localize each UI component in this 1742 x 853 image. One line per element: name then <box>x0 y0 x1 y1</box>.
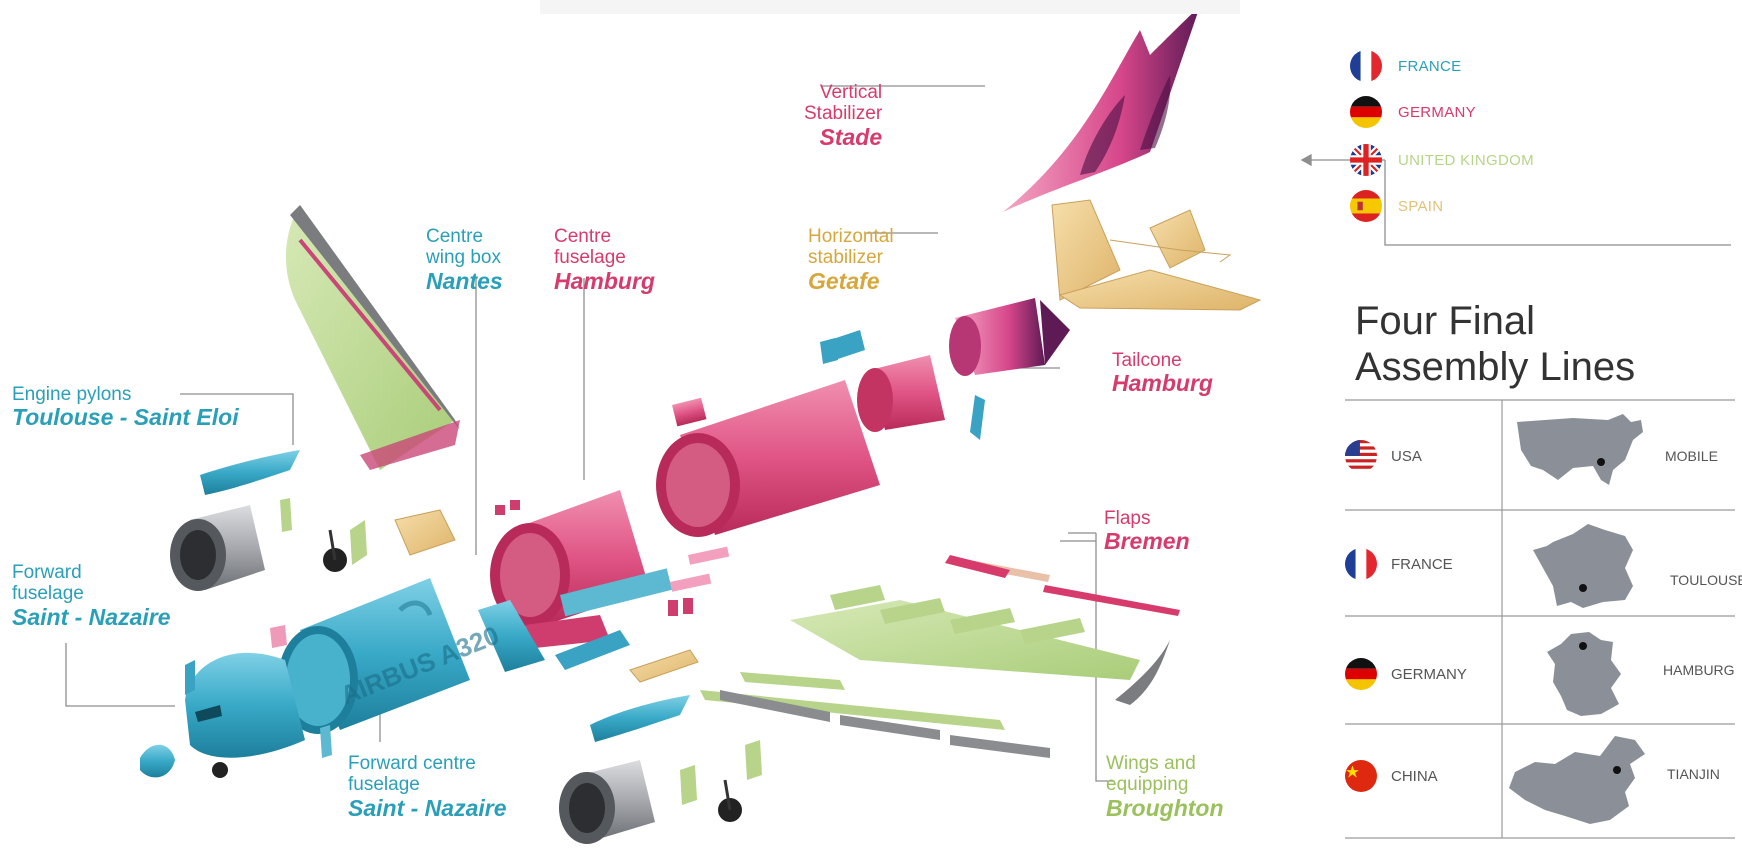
assembly-country: FRANCE <box>1345 548 1453 580</box>
label-line: fuselage <box>12 583 84 605</box>
label-city: Stade <box>819 123 883 150</box>
label-horizontal-stabilizer: Horizontal stabilizer Getafe <box>808 226 894 294</box>
label-wings: Wings and equipping Broughton <box>1106 753 1224 821</box>
label-city: Nantes <box>426 267 503 294</box>
label-centre-fuselage: Centre fuselage Hamburg <box>554 226 655 294</box>
assembly-line-france: FRANCE TOULOUSE <box>1345 518 1742 614</box>
label-city: Bremen <box>1104 528 1190 555</box>
left-wing-part <box>285 205 460 470</box>
left-engine-part <box>170 450 456 591</box>
china-map-icon <box>1509 736 1645 824</box>
label-line: Forward <box>12 562 82 583</box>
rear-fuselage-ring <box>830 330 985 440</box>
label-engine-pylons: Engine pylons Toulouse - Saint Eloi <box>12 384 239 431</box>
legend-label: FRANCE <box>1398 57 1462 75</box>
germany-flag-icon <box>1345 658 1377 690</box>
legend-item-germany: GERMANY <box>1350 96 1476 128</box>
label-line: fuselage <box>554 247 626 269</box>
label-line: Stabilizer <box>804 103 883 125</box>
flaps-part <box>945 555 1180 616</box>
uk-flag-icon <box>1350 144 1382 176</box>
china-flag-icon <box>1345 760 1377 792</box>
centre-wing-box-part <box>478 600 699 683</box>
top-edge-band <box>540 0 1240 14</box>
assembly-country: USA <box>1345 440 1422 472</box>
germany-flag-icon <box>1350 96 1382 128</box>
label-city: Toulouse - Saint Eloi <box>12 404 239 431</box>
label-line: Forward centre <box>348 753 476 774</box>
horizontal-stabilizer-part <box>1051 199 1262 311</box>
title-line: Four Final <box>1355 299 1536 343</box>
centre-fuselage-part <box>490 490 730 648</box>
usa-map-icon <box>1517 414 1643 485</box>
country-label: GERMANY <box>1391 665 1467 683</box>
label-line: Wings and <box>1106 753 1196 774</box>
france-map-icon <box>1533 524 1633 608</box>
label-line: Vertical <box>819 82 883 103</box>
label-line: Flaps <box>1104 508 1151 529</box>
city-label: TOULOUSE <box>1670 572 1742 588</box>
right-engine-part <box>559 695 762 844</box>
label-line: Centre <box>426 226 484 247</box>
title-line: Assembly Lines <box>1355 345 1636 389</box>
assembly-line-china: CHINA TIANJIN <box>1345 732 1735 828</box>
country-label: USA <box>1391 447 1422 465</box>
legend-label: SPAIN <box>1398 197 1444 215</box>
forward-centre-fuselage-part: AIRBUS A320 <box>278 578 503 734</box>
label-line: Engine pylons <box>12 384 132 405</box>
aft-centre-fuselage-part <box>656 380 880 537</box>
forward-fuselage-part <box>140 625 332 778</box>
right-wing-part <box>700 560 1170 758</box>
france-flag-icon <box>1350 50 1382 82</box>
legend-label: UNITED KINGDOM <box>1398 151 1534 169</box>
usa-flag-icon <box>1345 440 1377 472</box>
label-forward-fuselage: Forward fuselage Saint - Nazaire <box>12 562 171 630</box>
france-flag-icon <box>1345 548 1377 580</box>
legend-item-spain: SPAIN <box>1350 190 1443 222</box>
label-city: Hamburg <box>1112 370 1213 397</box>
label-line: Horizontal <box>808 226 894 247</box>
label-line: Tailcone <box>1112 350 1182 371</box>
country-label: FRANCE <box>1391 555 1453 573</box>
city-label: HAMBURG <box>1663 662 1735 678</box>
label-line: equipping <box>1106 774 1189 796</box>
label-city: Saint - Nazaire <box>348 794 507 821</box>
country-label: CHINA <box>1391 767 1438 785</box>
city-label: TIANJIN <box>1667 766 1720 782</box>
label-centre-wing-box: Centre wing box Nantes <box>426 226 503 294</box>
label-line: Centre <box>554 226 612 247</box>
label-line: fuselage <box>348 774 420 796</box>
label-line: wing box <box>426 247 501 269</box>
access-panel-part <box>820 338 838 364</box>
label-city: Hamburg <box>554 267 655 294</box>
label-city: Saint - Nazaire <box>12 603 171 630</box>
assembly-line-usa: USA MOBILE <box>1345 410 1735 506</box>
label-flaps: Flaps Bremen <box>1104 508 1190 555</box>
label-line: stabilizer <box>808 247 883 269</box>
label-city: Broughton <box>1106 794 1224 821</box>
city-label: MOBILE <box>1665 448 1718 464</box>
legend-item-france: FRANCE <box>1350 50 1461 82</box>
label-vertical-stabilizer: Vertical Stabilizer Stade <box>804 82 882 150</box>
assembly-country: GERMANY <box>1345 658 1467 690</box>
vertical-stabilizer-part <box>1003 6 1200 212</box>
final-assembly-title: Four Final Assembly Lines <box>1355 298 1635 390</box>
assembly-line-germany: GERMANY HAMBURG <box>1345 626 1735 722</box>
spain-flag-icon <box>1350 190 1382 222</box>
tailcone-part <box>949 298 1070 376</box>
label-city: Getafe <box>808 267 880 294</box>
legend-item-uk: UNITED KINGDOM <box>1350 144 1534 176</box>
legend-label: GERMANY <box>1398 103 1476 121</box>
label-tailcone: Tailcone Hamburg <box>1112 350 1213 397</box>
label-forward-centre-fuselage: Forward centre fuselage Saint - Nazaire <box>348 753 507 821</box>
assembly-country: CHINA <box>1345 760 1438 792</box>
germany-map-icon <box>1547 632 1621 716</box>
